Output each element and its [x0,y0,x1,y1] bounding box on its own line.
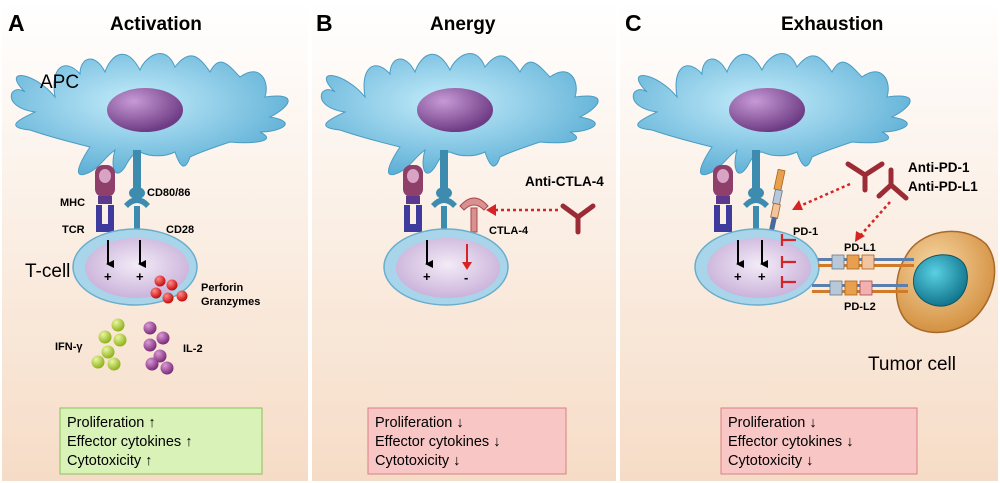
apc-label: APC [40,72,79,93]
minus-sign: - [464,270,468,285]
mhc-label: MHC [60,197,85,209]
anti-pdl1-label: Anti-PD-L1 [908,179,978,194]
ifn-gamma-molecules [91,318,127,371]
tumor-cell [895,230,996,334]
il2-molecules [143,321,174,375]
anti-pd1-label: Anti-PD-1 [908,160,970,175]
pdl2-label: PD-L2 [844,301,876,313]
panel-c-title: Exhaustion [781,14,883,35]
pd1-label: PD-1 [793,226,818,238]
plus-sign: + [758,269,766,284]
inhibition-arrowhead [462,262,472,270]
blocking-arrow [859,201,891,237]
outcome-proliferation: Proliferation ↓ [375,415,464,431]
blocking-arrowhead [486,204,496,216]
granzymes-label: Granzymes [201,296,260,308]
mhc-tcr-complex [713,165,733,232]
panel-a-activation: APC MHC TCR CD80/86 CD28 T-cell + + [10,53,289,475]
outcome-proliferation: Proliferation ↑ [67,415,156,431]
pdl1-label: PD-L1 [844,242,876,254]
t-cell [383,228,509,306]
t-cell-label: T-cell [25,261,70,282]
anti-ctla4-antibody [560,203,596,235]
outcome-cytokines: Effector cytokines ↓ [728,434,853,450]
inhibition-signals [780,234,796,288]
blocking-arrowhead [855,231,865,242]
tumor-cell-label: Tumor cell [868,354,956,375]
panel-b-anergy: CTLA-4 Anti-CTLA-4 + - Proliferation ↓ E… [320,53,604,475]
plus-sign: + [734,269,742,284]
outcome-proliferation: Proliferation ↓ [728,415,817,431]
ctla4-receptor [459,197,489,233]
perforin-granules [150,275,188,304]
outcome-box-exhaustion [720,407,918,475]
outcome-box-activation [59,407,263,475]
panel-a-title: Activation [110,14,202,35]
perforin-label: Perforin [201,282,243,294]
pdl1-interaction [818,254,914,270]
plus-sign: + [136,269,144,284]
cd80-86-label: CD80/86 [147,187,190,199]
panel-a-letter: A [8,10,25,36]
anti-pdl1-antibody [876,167,909,201]
panel-b-title: Anergy [430,14,496,35]
mhc-tcr-complex [403,165,423,232]
outcome-cytotoxicity: Cytotoxicity ↑ [67,453,152,469]
mhc-tcr-complex [95,165,115,232]
panel-b-letter: B [316,10,333,36]
panel-c-letter: C [625,10,642,36]
outcome-box-anergy [367,407,567,475]
outcome-cytotoxicity: Cytotoxicity ↓ [728,453,813,469]
cd28-label: CD28 [166,224,194,236]
pdl2-interaction [812,280,908,296]
cd80-cd28-complex [743,150,769,232]
t-cell [694,228,820,306]
panel-c-exhaustion: PD-1 Anti-PD-1 Anti-PD-L1 Tumor cell + [632,53,996,475]
ifn-gamma-label: IFN-γ [55,341,83,353]
ctla4-label: CTLA-4 [489,225,529,237]
anti-ctla4-label: Anti-CTLA-4 [525,174,604,189]
blocking-arrowhead [792,200,803,210]
outcome-cytotoxicity: Cytotoxicity ↓ [375,453,460,469]
plus-sign: + [104,269,112,284]
outcome-cytokines: Effector cytokines ↑ [67,434,192,450]
il2-label: IL-2 [183,343,203,355]
anti-pd1-antibody [845,161,885,193]
cd80-cd28-complex [124,150,150,232]
outcome-cytokines: Effector cytokines ↓ [375,434,500,450]
plus-sign: + [423,269,431,284]
cd80-cd28-complex [431,150,457,232]
tcr-label: TCR [62,224,85,236]
